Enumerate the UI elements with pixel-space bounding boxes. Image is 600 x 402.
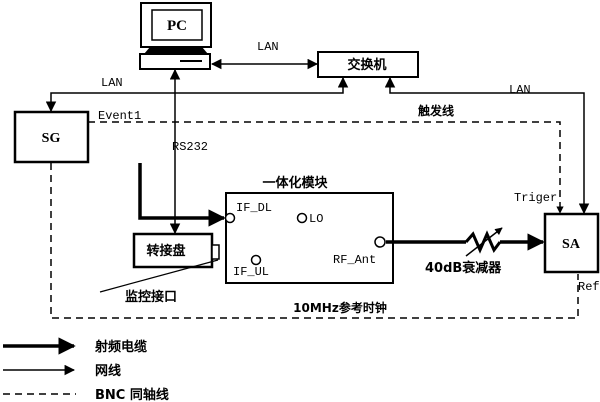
- lan-sa-label: LAN: [509, 83, 531, 97]
- rs232-label: RS232: [172, 140, 208, 154]
- attenuator-label: 40dB衰减器: [425, 260, 502, 276]
- pc-base: [144, 47, 208, 54]
- pc-node: PC: [139, 2, 212, 70]
- adapter-label: 转接盘: [146, 243, 185, 259]
- pc-label: PC: [167, 18, 187, 34]
- legend: 射频电缆 网线 BNC 同轴线: [3, 337, 169, 402]
- triger-label: Triger: [514, 191, 557, 205]
- sg-label: SG: [42, 131, 61, 146]
- monitor-port-pointer: [99, 259, 219, 293]
- adapter-node: 转接盘: [132, 232, 220, 269]
- switch-label: 交换机: [347, 57, 386, 73]
- rf-lines: [138, 163, 545, 257]
- lo-port: [296, 212, 308, 224]
- lan-pc-switch-label: LAN: [257, 40, 279, 54]
- legend-bnc-label: BNC 同轴线: [95, 387, 169, 402]
- attenuator-adjust-arrow: [465, 227, 503, 257]
- module-title: 一体化模块: [262, 175, 328, 191]
- sg-box: [13, 110, 90, 164]
- ref-clock-line: [50, 163, 579, 319]
- sa-node: SA: [543, 212, 600, 274]
- sg-to-if-dl-cable: [138, 163, 226, 227]
- rf-ant-port: [374, 236, 386, 248]
- sa-box: [543, 212, 600, 274]
- if-ul-label: IF_UL: [233, 265, 269, 279]
- trigger-line-label: 触发线: [418, 103, 454, 118]
- module-box: [225, 192, 394, 284]
- if-dl-label: IF_DL: [236, 201, 272, 215]
- integrated-module: 一体化模块 IF_DL LO IF_UL RF_Ant: [224, 175, 394, 284]
- legend-net-label: 网线: [95, 363, 121, 379]
- event1-label: Event1: [98, 109, 141, 123]
- pc-screen: [151, 9, 203, 41]
- rf-ant-label: RF_Ant: [333, 253, 376, 267]
- monitor-port-label: 监控接口: [125, 289, 177, 305]
- trigger-line: [88, 121, 564, 214]
- monitor-connector: [211, 244, 220, 260]
- lan-sg-line: [45, 76, 349, 113]
- lan-sg-label: LAN: [101, 76, 123, 90]
- bnc-lines: [50, 121, 579, 319]
- legend-rf-label: 射频电缆: [94, 339, 147, 355]
- ref-label: Ref: [578, 280, 600, 294]
- lan-sa-line: [384, 76, 590, 215]
- sg-node: SG: [13, 110, 90, 164]
- switch-node: 交换机: [317, 51, 419, 78]
- ref-clock-label: 10MHz参考时钟: [293, 300, 387, 315]
- if-ul-port: [250, 254, 262, 266]
- lo-label: LO: [309, 212, 323, 226]
- switch-box: [317, 51, 419, 78]
- network-lines: [45, 58, 590, 235]
- if-dl-port: [224, 212, 236, 224]
- sa-label: SA: [562, 237, 581, 252]
